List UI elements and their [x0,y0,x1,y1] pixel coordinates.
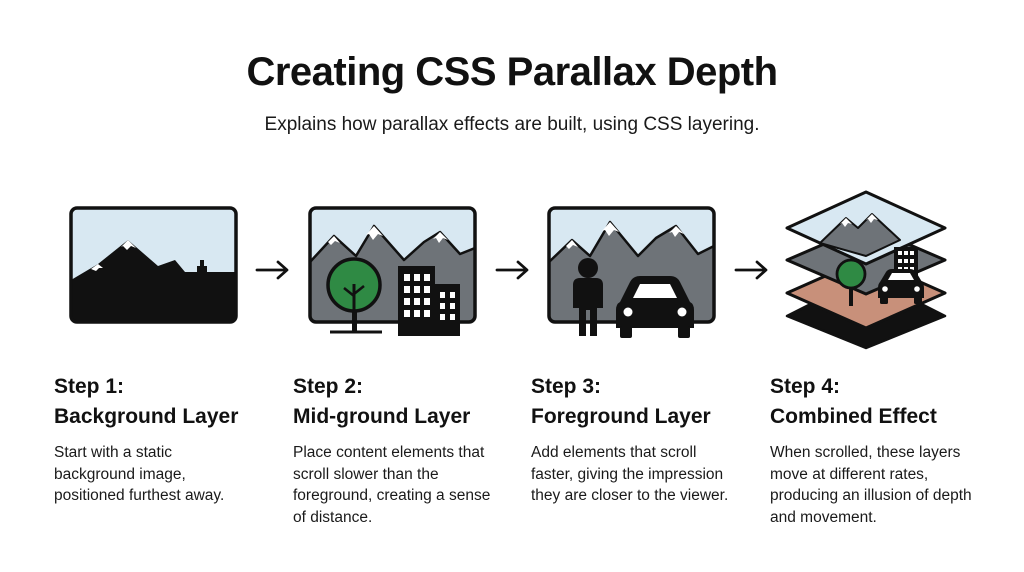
step-number: Step 1: [54,375,125,398]
foreground-layer-illustration [547,206,716,338]
step-3: Step 3: Foreground Layer Add elements th… [531,372,756,507]
arrow-right-icon [255,260,289,280]
midground-layer-illustration [308,206,477,336]
arrow-right-icon [734,260,768,280]
building-icon [398,266,460,336]
step-number: Step 3: [531,375,602,398]
step-4: Step 4: Combined Effect When scrolled, t… [770,372,995,528]
step-title: Background Layer [54,405,239,428]
car-icon [616,276,694,338]
step-description: When scrolled, these layers move at diff… [770,444,972,526]
step-number: Step 2: [293,375,364,398]
arrow-right-icon [495,260,529,280]
combined-layers-illustration [785,190,947,350]
step-number: Step 4: [770,375,841,398]
step-description: Start with a static background image, po… [54,444,225,504]
illustration-row [69,190,947,350]
step-title: Foreground Layer [531,405,711,428]
tree-icon [835,258,867,306]
tree-icon [326,257,382,334]
background-layer-illustration [69,206,238,324]
page-subtitle: Explains how parallax effects are built,… [264,114,760,135]
step-description: Add elements that scroll faster, giving … [531,444,729,504]
person-icon [573,258,603,336]
step-title: Combined Effect [770,405,937,428]
car-icon [878,269,924,304]
step-2: Step 2: Mid-ground Layer Place content e… [293,372,518,528]
step-1: Step 1: Background Layer Start with a st… [54,372,279,507]
step-title: Mid-ground Layer [293,405,471,428]
page-title: Creating CSS Parallax Depth [246,50,778,94]
step-description: Place content elements that scroll slowe… [293,444,491,526]
